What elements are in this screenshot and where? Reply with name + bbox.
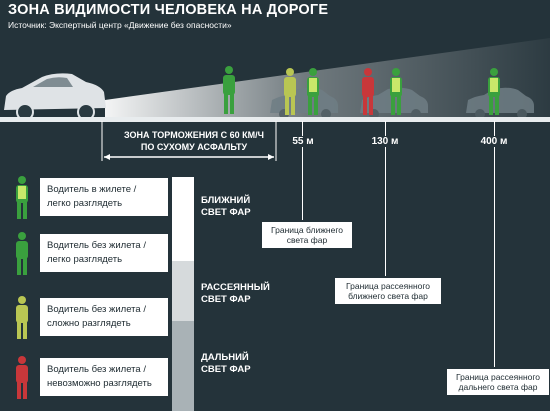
pedestrian-icon [16,356,28,399]
legend-item-novest-impossible: Водитель без жилета /невозможно разгляде… [10,356,168,399]
pedestrian-vest-icon [390,68,402,115]
marker-line-400 [494,121,495,367]
road-line [0,117,550,122]
pedestrian-vest-icon [488,68,500,115]
distance-130: 130 м [360,136,410,147]
braking-zone-arrow [101,121,277,161]
marker-line-130 [385,121,386,276]
pedestrian-icon [16,232,28,275]
distance-400: 400 м [469,136,519,147]
legend-item-novest-easy: Водитель без жилета /легко разглядеть [10,232,168,275]
source-note: Источник: Экспертный центр «Движение без… [8,20,232,30]
pedestrian-vest-icon [307,68,319,115]
parked-car-icon [466,87,534,119]
legend-item-vest-easy: Водитель в жилете /легко разглядеть [10,176,168,219]
pedestrian-icon [223,66,235,114]
near-light-segment [172,177,194,261]
pedestrian-icon [362,68,374,115]
pedestrian-icon [284,68,296,115]
page-title: ЗОНА ВИДИМОСТИ ЧЕЛОВЕКА НА ДОРОГЕ [8,2,329,18]
scattered-light-segment [172,261,194,321]
road-scene [4,38,550,121]
distance-55: 55 м [278,136,328,147]
legend-item-novest-hard: Водитель без жилета /сложно разглядеть [10,296,168,339]
pedestrian-icon [16,296,28,339]
high-beam-segment [172,321,194,411]
car-icon [4,73,106,121]
marker-line-55 [302,121,303,220]
headlight-beam [105,38,550,117]
light-intensity-bar [172,177,194,411]
pedestrian-vest-icon [16,176,28,219]
braking-zone-label: ЗОНА ТОРМОЖЕНИЯ С 60 КМ/Ч ПО СУХОМУ АСФА… [124,130,264,152]
